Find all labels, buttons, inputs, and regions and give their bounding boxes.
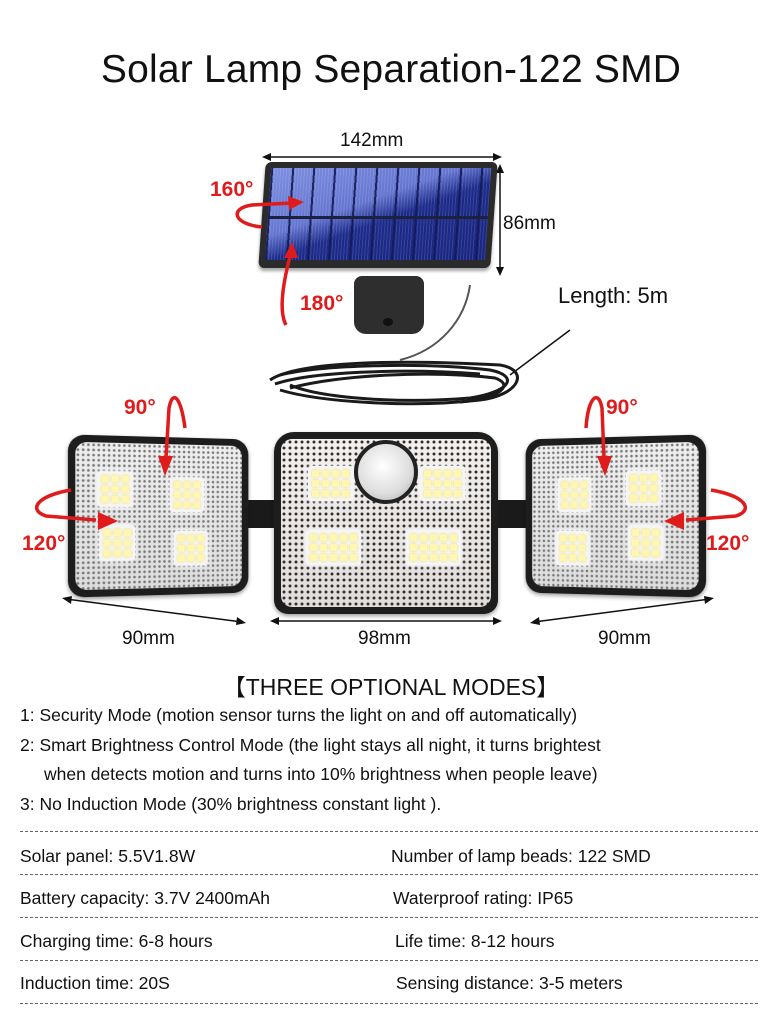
center-lamp-width-label: 98mm (358, 628, 411, 649)
width-arrow-icon (270, 617, 502, 625)
divider (20, 831, 758, 832)
spec-induction-time: Induction time: 20S (20, 973, 170, 993)
divider (20, 917, 758, 918)
modes-heading: 【THREE OPTIONAL MODES】 (222, 674, 560, 700)
divider (20, 874, 758, 875)
spec-battery: Battery capacity: 3.7V 2400mAh (20, 888, 270, 908)
left-lamp-width-label: 90mm (122, 628, 175, 649)
spec-waterproof: Waterproof rating: IP65 (393, 888, 574, 908)
spec-solar-panel: Solar panel: 5.5V1.8W (20, 846, 196, 866)
rotate-arrow-icon (280, 242, 298, 326)
divider (20, 1003, 758, 1004)
cable-coil-icon (269, 284, 571, 406)
cable-length-label: Length: 5m (558, 283, 669, 308)
mode-item-3: 3: No Induction Mode (30% brightness con… (20, 794, 442, 814)
panel-width-label: 142mm (340, 130, 404, 151)
motion-sensor (354, 440, 418, 504)
lamp-arm (248, 500, 278, 528)
right-rotation-horizontal-label: 120° (706, 532, 750, 555)
spec-lamp-beads: Number of lamp beads: 122 SMD (391, 846, 651, 866)
width-arrow-icon (530, 596, 714, 625)
height-arrow-icon (496, 164, 504, 276)
rotate-arrow-icon (584, 395, 612, 476)
rotate-arrow-icon (158, 395, 187, 476)
mode-item-1: 1: Security Mode (motion sensor turns th… (20, 705, 578, 725)
spec-life-time: Life time: 8-12 hours (395, 931, 555, 951)
left-rotation-horizontal-label: 120° (22, 532, 66, 555)
rotate-arrow-icon (235, 196, 304, 229)
panel-rotation-horizontal-label: 160° (210, 178, 254, 201)
right-rotation-vertical-label: 90° (606, 396, 638, 419)
divider (20, 960, 758, 961)
width-arrow-icon (262, 153, 502, 161)
spec-charging-time: Charging time: 6-8 hours (20, 931, 213, 951)
panel-height-label: 86mm (503, 213, 556, 234)
width-arrow-icon (62, 596, 246, 625)
page-title: Solar Lamp Separation-122 SMD (100, 48, 682, 91)
left-rotation-vertical-label: 90° (124, 396, 156, 419)
mode-item-2-continued: when detects motion and turns into 10% b… (44, 764, 598, 784)
rotate-arrow-icon (664, 488, 747, 530)
right-lamp-width-label: 90mm (598, 628, 651, 649)
spec-sensing-distance: Sensing distance: 3-5 meters (396, 973, 623, 993)
mount-hole (383, 318, 393, 326)
rotate-arrow-icon (35, 488, 118, 530)
panel-rotation-vertical-label: 180° (300, 292, 344, 315)
mode-item-2: 2: Smart Brightness Control Mode (the li… (20, 735, 601, 755)
lamp-arm (498, 500, 528, 528)
